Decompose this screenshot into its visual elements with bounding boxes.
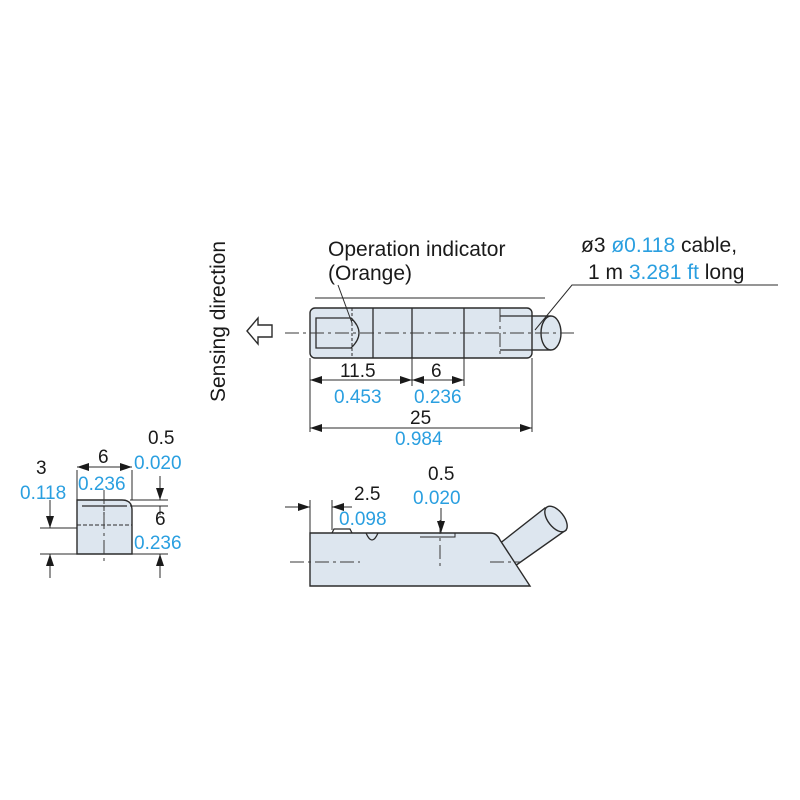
svg-text:11.5: 11.5: [340, 361, 376, 382]
svg-text:0.118: 0.118: [20, 483, 66, 504]
svg-text:6: 6: [98, 447, 109, 468]
dim-6-front-height: 6 0.236: [134, 509, 182, 578]
dim-11-5: 11.5 0.453: [310, 361, 412, 408]
svg-text:0.236: 0.236: [134, 533, 182, 554]
svg-text:3: 3: [36, 458, 47, 479]
svg-text:6: 6: [155, 509, 166, 530]
sensing-direction-arrow: [246, 316, 273, 346]
svg-text:0.020: 0.020: [413, 488, 461, 509]
dim-0-5-front: 0.5 0.020: [134, 428, 182, 515]
dim-25: 25 0.984: [310, 408, 532, 450]
dim-3-front: 3 0.118: [20, 458, 66, 578]
dim-2-5-side: 2.5 0.098: [285, 484, 387, 530]
svg-text:6: 6: [431, 361, 442, 382]
cable-spec-line1: ø3 ø0.118 cable,: [581, 234, 737, 257]
dim-6-top: 6 0.236: [412, 361, 464, 408]
operation-indicator-label: Operation indicator: [328, 238, 505, 261]
svg-text:0.453: 0.453: [334, 387, 382, 408]
svg-text:2.5: 2.5: [354, 484, 380, 505]
sensor-body-side: [309, 532, 532, 587]
dim-6-front-width: 6 0.236: [77, 447, 132, 495]
side-view: 2.5 0.098 0.5 0.020: [285, 464, 568, 587]
svg-text:0.984: 0.984: [395, 429, 443, 450]
operation-indicator-color-label: (Orange): [328, 262, 412, 285]
svg-text:0.5: 0.5: [428, 464, 454, 485]
svg-text:0.236: 0.236: [78, 474, 126, 495]
dim-0-5-side: 0.5 0.020: [413, 464, 461, 533]
svg-text:25: 25: [410, 408, 431, 429]
top-view: Sensing direction Operation indicator (O…: [207, 234, 778, 450]
cable-spec-line2: 1 m 3.281 ft long: [588, 261, 744, 284]
svg-text:0.098: 0.098: [339, 509, 387, 530]
svg-text:0.020: 0.020: [134, 453, 182, 474]
svg-text:0.5: 0.5: [148, 428, 174, 449]
svg-text:0.236: 0.236: [414, 387, 462, 408]
front-view: 6 0.236 0.5 0.020 6 0.236 3 0.118: [20, 428, 182, 578]
sensing-direction-label: Sensing direction: [207, 241, 230, 402]
